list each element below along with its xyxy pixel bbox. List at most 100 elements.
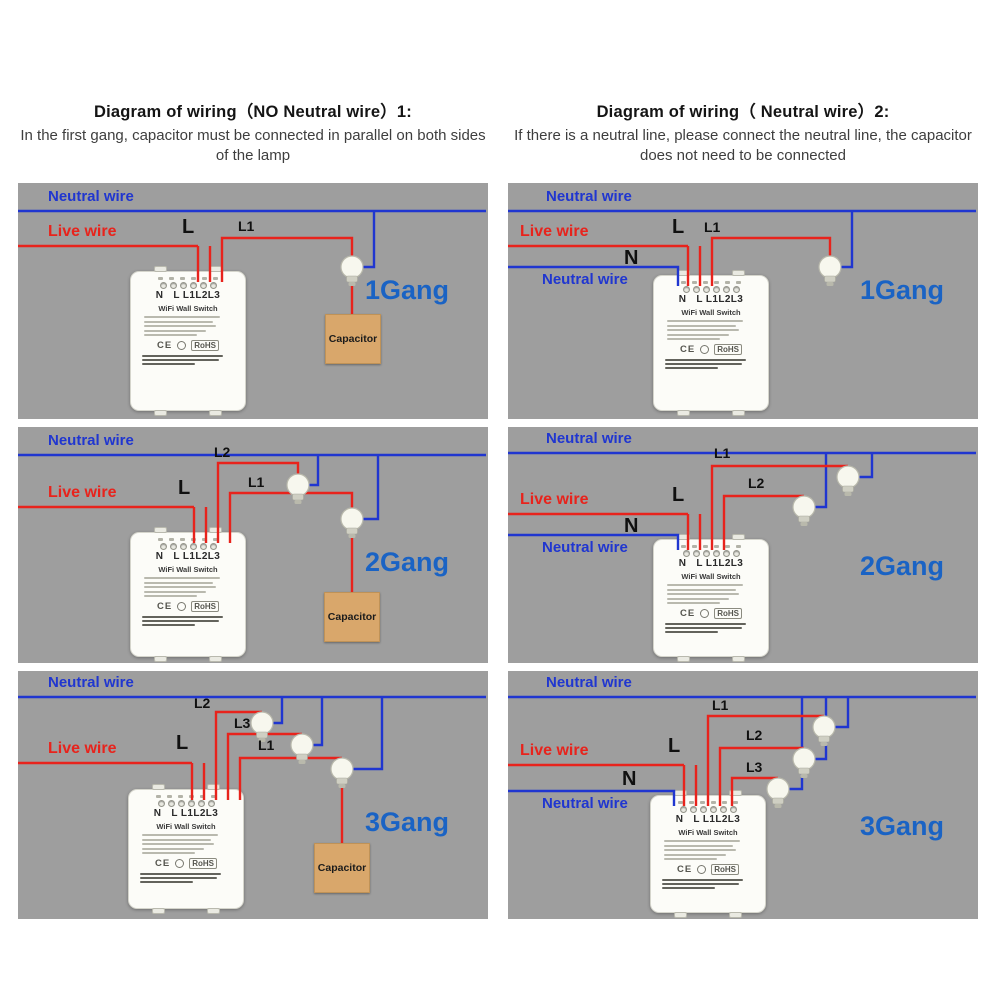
wire-l-label: L [668,735,681,757]
neutral-wire-label: Neutral wire [546,188,632,205]
wire-n-label: N [624,515,639,537]
terminal-labels: N L L1L2L3 [154,808,219,819]
rohs-mark: RoHS [714,608,742,619]
switch-to-lamp-line-l2 [216,461,300,543]
mounting-tab [153,656,167,662]
spec-text-lines [663,840,753,860]
mounting-tab [153,410,167,416]
caution-text-lines [665,623,756,633]
neutral-branch-to-lamp [789,697,804,791]
cert-circle-icon [177,341,187,350]
rohs-mark: RoHS [189,858,217,869]
switch-to-lamp-line-l2 [718,746,804,806]
spec-text-lines [666,584,756,604]
bulb-icon [340,507,364,538]
wire-l1-label: L1 [712,697,729,713]
cert-circle-icon [177,602,187,611]
neutral-branch-to-lamp [353,697,384,771]
panel-left-2gang: Neutral wire Live wire L L2 L1 2Gang Cap… [18,427,488,663]
wire-l-label: L [182,216,195,238]
live-wire-label: Live wire [520,223,589,240]
wire-entry-slots [678,801,738,804]
mounting-tab [207,908,221,914]
switch-to-lamp-line-l2 [214,710,262,800]
mounting-tab [151,784,165,790]
switch-title: WiFi Wall Switch [681,308,741,317]
switch-to-lamp-line-l1 [228,491,354,543]
caution-text-lines [662,879,753,889]
terminal-l-labels: L L1L2L3 [693,814,741,825]
mounting-tab [676,656,690,662]
capacitor-box: Capacitor [325,314,381,364]
mounting-tab [209,410,223,416]
neutral-wire-label: Neutral wire [546,430,632,447]
mounting-tab [732,534,746,540]
bulb-icon [330,757,354,788]
mounting-tab [729,790,743,796]
ce-mark: CE [155,858,171,869]
neutral-wire-label: Neutral wire [48,188,134,205]
wire-l3-label: L3 [234,715,251,731]
switch-to-lamp-line-l1 [706,714,824,806]
terminal-labels: N L L1L2L3 [156,290,221,301]
wire-l-label: L [672,216,685,238]
wire-l1-label: L1 [248,474,265,490]
spec-text-lines [666,320,756,340]
terminal-screws [682,550,740,557]
certification-marks: CE RoHS [155,858,217,869]
panel-right-3gang: Neutral wire Live wire L L1 L2 L3 N Neut… [508,671,978,919]
terminal-labels: N L L1L2L3 [156,551,221,562]
wire-l-label: L [672,484,685,506]
neutral-branch-to-lamp [313,697,324,747]
terminal-screws [159,282,217,289]
panel-right-1gang: Neutral wire Live wire L L1 N Neutral wi… [508,183,978,419]
neutral-wire-label: Neutral wire [546,674,632,691]
switch-device: N L L1L2L3 WiFi Wall Switch CE RoHS [130,266,246,416]
terminal-screws [679,806,737,813]
mounting-tab [732,270,746,276]
switch-to-lamp-line-l3 [730,776,778,806]
wiring-right-3gang [508,695,976,808]
capacitor-box: Capacitor [324,592,380,642]
wire-entry-slots [681,281,741,284]
live-wire-label: Live wire [520,742,589,759]
neutral-wire-label: Neutral wire [48,432,134,449]
gang-count-label: 2Gang [365,547,450,577]
left-diagram-title: Diagram of wiring（NO Neutral wire）1: [93,103,412,121]
terminal-screws [682,286,740,293]
terminal-n-label: N [678,294,687,305]
neutral-in-line [508,533,680,550]
certification-marks: CE RoHS [680,344,742,355]
right-column-header: Diagram of wiring（ Neutral wire）2: If th… [508,98,978,166]
rohs-mark: RoHS [191,601,219,612]
switch-to-lamp-line-l1 [710,464,848,550]
wire-l-label: L [178,477,191,499]
bulb-icon [286,473,310,504]
spec-text-lines [141,834,231,854]
panel-right-2gang: Neutral wire Live wire L L1 L2 N Neutral… [508,427,978,663]
wiring-right-2gang [508,451,976,550]
mounting-tab [153,266,167,272]
live-wire-label: Live wire [48,740,117,757]
gang-count-label: 3Gang [365,807,450,837]
neutral-wire-label: Neutral wire [542,795,628,812]
bulb-icon [836,465,860,496]
certification-marks: CE RoHS [677,864,739,875]
capacitor-box: Capacitor [314,843,370,893]
caution-text-lines [140,873,231,883]
mounting-tab [673,912,687,918]
mounting-tab [209,527,223,533]
bulb-icon [250,711,274,742]
wiring-left-3gang [18,695,486,843]
neutral-branch-to-lamp [309,455,320,487]
neutral-branch-to-lamp [859,453,874,479]
wire-l2-label: L2 [214,444,231,460]
switch-title: WiFi Wall Switch [681,572,741,581]
neutral-wire-label: Neutral wire [48,674,134,691]
wire-entry-slots [681,545,741,548]
cert-circle-icon [175,859,185,868]
terminal-n-label: N [678,558,687,569]
right-diagram-subtitle: If there is a neutral line, please conne… [514,127,972,164]
ce-mark: CE [157,601,173,612]
